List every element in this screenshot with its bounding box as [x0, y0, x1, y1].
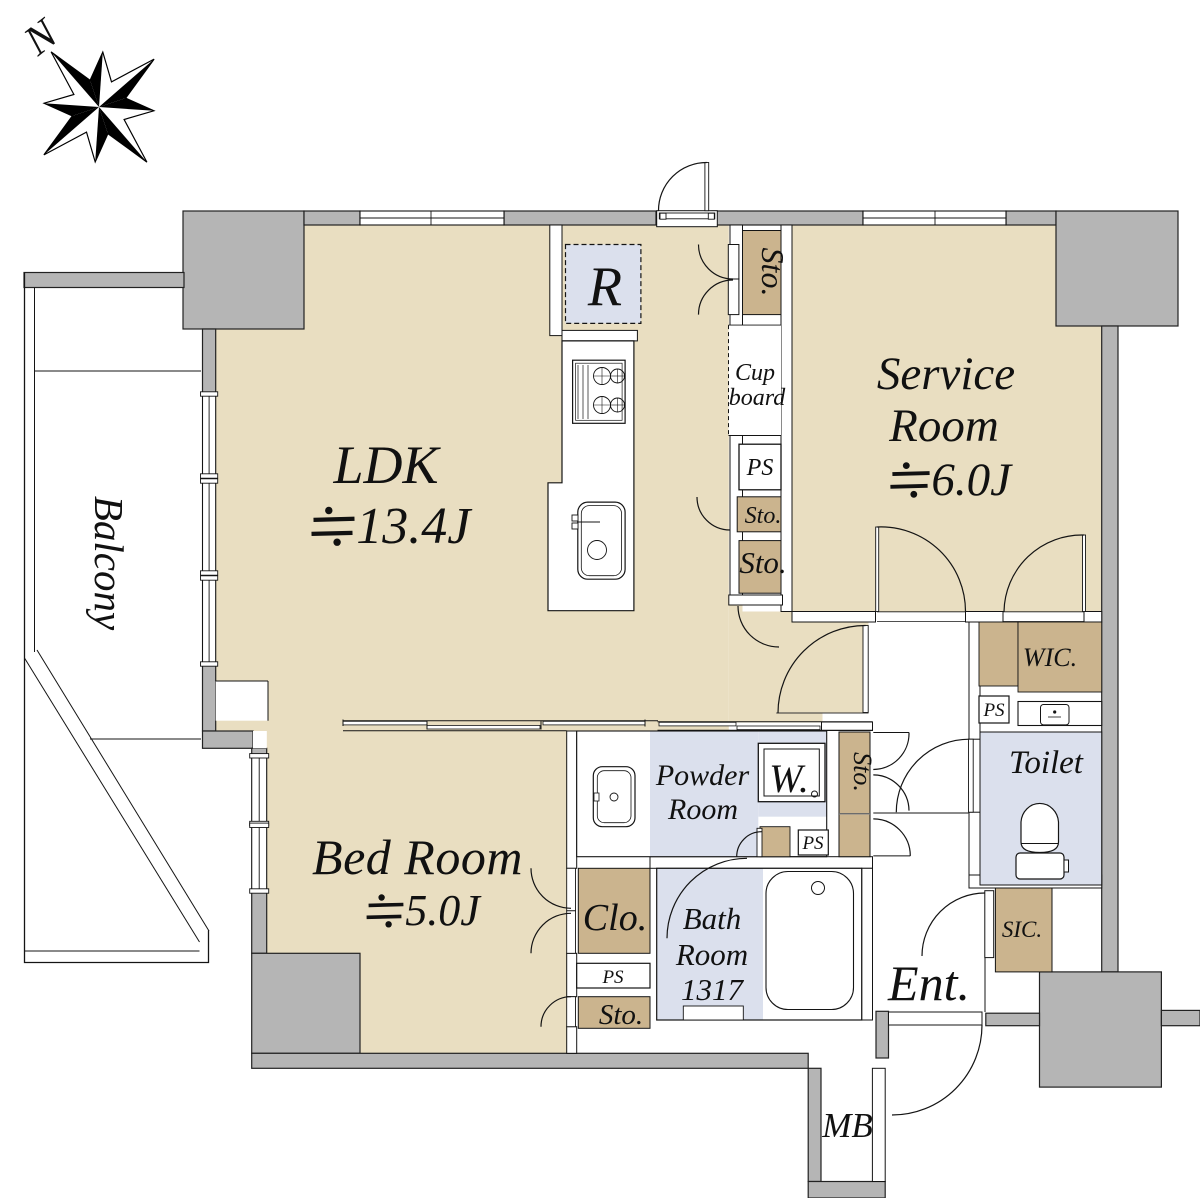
svg-text:PS: PS: [801, 833, 824, 854]
svg-text:Balcony: Balcony: [86, 496, 132, 631]
svg-text:R: R: [587, 256, 622, 318]
svg-text:Sto.: Sto.: [848, 752, 877, 792]
svg-text:Sto.: Sto.: [739, 545, 786, 580]
svg-text:13.4J: 13.4J: [356, 498, 473, 555]
svg-text:1317: 1317: [681, 972, 745, 1007]
svg-text:Room: Room: [667, 793, 738, 826]
svg-text:5.0J: 5.0J: [405, 886, 482, 935]
svg-text:board: board: [729, 385, 786, 411]
svg-text:Room: Room: [888, 400, 999, 452]
svg-text:WIC.: WIC.: [1023, 643, 1077, 672]
svg-text:Toilet: Toilet: [1009, 745, 1084, 781]
svg-text:W.: W.: [769, 756, 809, 801]
svg-text:SIC.: SIC.: [1002, 917, 1042, 942]
svg-text:Sto.: Sto.: [599, 999, 643, 1031]
svg-text:PS: PS: [982, 700, 1005, 721]
svg-text:Sto.: Sto.: [745, 503, 782, 529]
svg-text:LDK: LDK: [332, 435, 441, 495]
svg-text:Sto.: Sto.: [755, 248, 791, 297]
svg-text:Room: Room: [675, 937, 748, 972]
svg-text:Service: Service: [877, 348, 1015, 400]
svg-text:MB: MB: [821, 1106, 873, 1145]
svg-text:Powder: Powder: [655, 759, 750, 792]
svg-text:Ent.: Ent.: [887, 955, 970, 1011]
svg-text:Cup: Cup: [735, 360, 775, 386]
svg-text:Bed Room: Bed Room: [312, 829, 523, 885]
svg-text:6.0J: 6.0J: [931, 454, 1013, 506]
svg-text:PS: PS: [746, 455, 774, 481]
svg-text:Bath: Bath: [683, 901, 742, 936]
svg-text:Clo.: Clo.: [583, 897, 647, 939]
svg-text:PS: PS: [601, 967, 624, 988]
